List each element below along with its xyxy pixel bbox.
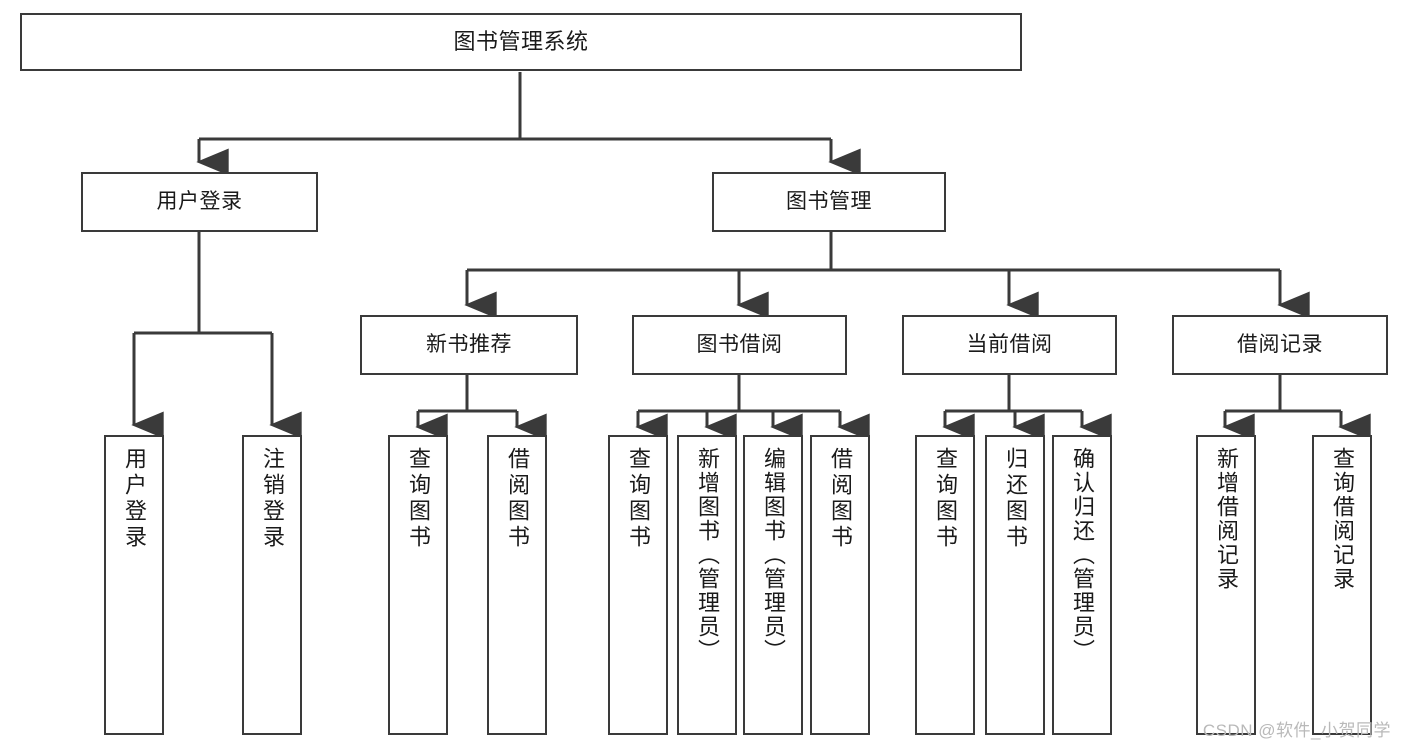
node-user-login[interactable]: 用户登录 — [81, 172, 318, 232]
node-label: 图书管理系统 — [453, 29, 589, 55]
node-borrow-record[interactable]: 借阅记录 — [1172, 315, 1388, 375]
leaf-currentborrow-query-book[interactable]: 查询图书 — [915, 435, 975, 735]
watermark-text: CSDN @软件_小贺同学 — [1202, 721, 1391, 740]
node-label: 新增图书（管理员） — [695, 447, 720, 663]
node-label: 用户登录 — [156, 189, 243, 213]
node-label: 注销登录 — [260, 447, 285, 551]
node-label: 借阅记录 — [1237, 332, 1323, 356]
node-label: 图书借阅 — [696, 332, 783, 356]
node-label: 图书管理 — [786, 189, 872, 213]
node-label: 用户登录 — [122, 447, 147, 551]
node-label: 确认归还（管理员） — [1070, 447, 1095, 663]
node-root-system[interactable]: 图书管理系统 — [20, 13, 1022, 71]
leaf-currentborrow-return-book[interactable]: 归还图书 — [985, 435, 1045, 735]
leaf-bookborrow-add-book-admin[interactable]: 新增图书（管理员） — [677, 435, 737, 735]
node-new-book-recommend[interactable]: 新书推荐 — [360, 315, 578, 375]
node-label: 查询图书 — [406, 447, 431, 551]
node-label: 查询借阅记录 — [1330, 447, 1355, 591]
node-current-borrow[interactable]: 当前借阅 — [902, 315, 1117, 375]
node-book-manage[interactable]: 图书管理 — [712, 172, 946, 232]
leaf-user-login-logout[interactable]: 注销登录 — [242, 435, 302, 735]
leaf-newbook-borrow-book[interactable]: 借阅图书 — [487, 435, 547, 735]
leaf-bookborrow-borrow-book[interactable]: 借阅图书 — [810, 435, 870, 735]
node-label: 查询图书 — [933, 447, 958, 551]
leaf-user-login-login[interactable]: 用户登录 — [104, 435, 164, 735]
leaf-bookborrow-query-book[interactable]: 查询图书 — [608, 435, 668, 735]
node-label: 归还图书 — [1003, 447, 1028, 551]
node-label: 借阅图书 — [828, 447, 853, 551]
node-label: 编辑图书（管理员） — [761, 447, 786, 663]
leaf-borrowrecord-add-record[interactable]: 新增借阅记录 — [1196, 435, 1256, 735]
node-label: 借阅图书 — [505, 447, 530, 551]
node-book-borrow[interactable]: 图书借阅 — [632, 315, 847, 375]
leaf-borrowrecord-query-record[interactable]: 查询借阅记录 — [1312, 435, 1372, 735]
node-label: 查询图书 — [626, 447, 651, 551]
node-label: 新书推荐 — [426, 332, 512, 356]
node-label: 当前借阅 — [966, 332, 1053, 356]
node-label: 新增借阅记录 — [1214, 447, 1239, 591]
leaf-currentborrow-confirm-return-admin[interactable]: 确认归还（管理员） — [1052, 435, 1112, 735]
leaf-newbook-query-book[interactable]: 查询图书 — [388, 435, 448, 735]
leaf-bookborrow-edit-book-admin[interactable]: 编辑图书（管理员） — [743, 435, 803, 735]
